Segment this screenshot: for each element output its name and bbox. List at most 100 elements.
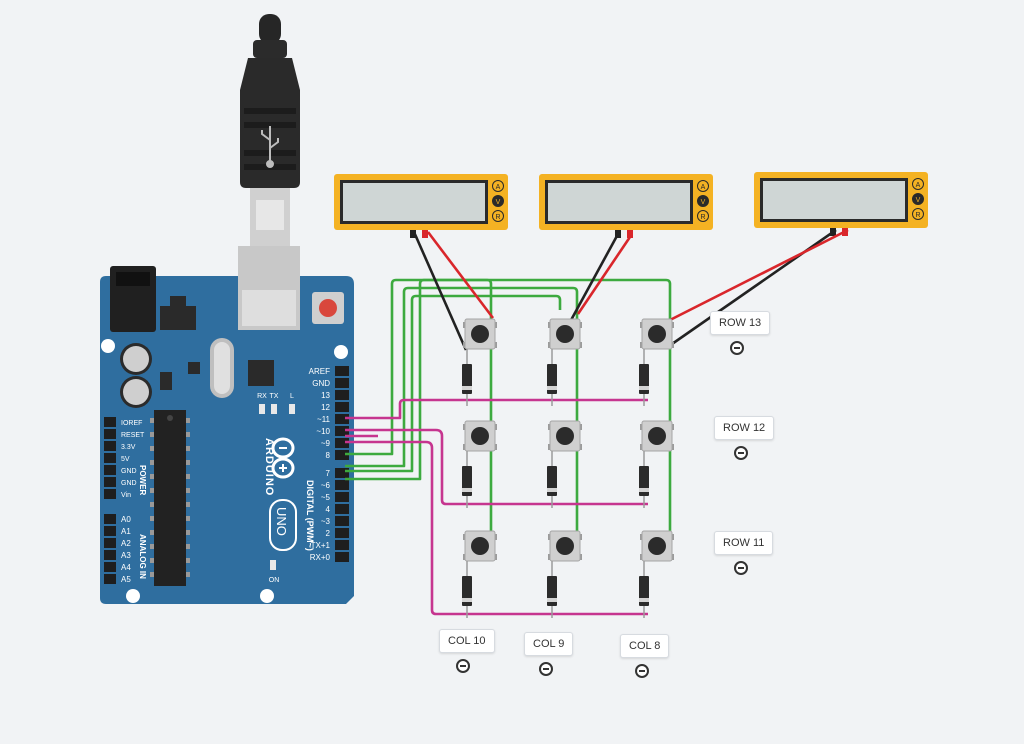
power-pin-socket[interactable] bbox=[104, 429, 116, 439]
digital-pin-socket[interactable] bbox=[335, 438, 349, 448]
pushbutton-r1-c3[interactable] bbox=[640, 318, 674, 350]
analog-pin-label: A1 bbox=[121, 527, 131, 536]
row-12-minus-icon[interactable] bbox=[734, 446, 748, 460]
row-13-minus-icon[interactable] bbox=[730, 341, 744, 355]
diode[interactable] bbox=[639, 561, 649, 618]
digital-pin-label: ~5 bbox=[321, 493, 331, 502]
digital-pin-socket[interactable] bbox=[335, 516, 349, 526]
digital-pin-socket[interactable] bbox=[335, 468, 349, 478]
pushbutton-r1-c1[interactable] bbox=[463, 318, 497, 350]
tx-led-label: TX bbox=[270, 393, 279, 400]
diode[interactable] bbox=[547, 349, 557, 406]
digital-pin-socket[interactable] bbox=[335, 378, 349, 388]
digital-pin-label: 13 bbox=[321, 391, 330, 400]
analog-pin-socket[interactable] bbox=[104, 526, 116, 536]
multimeter-mode-button[interactable] bbox=[492, 195, 504, 207]
col-8-minus-icon[interactable] bbox=[635, 664, 649, 678]
multimeter-mode-button[interactable] bbox=[697, 210, 709, 222]
pushbutton-r3-c2[interactable] bbox=[548, 530, 582, 562]
multimeter-mode-label: A bbox=[916, 182, 921, 189]
row-13-label[interactable]: ROW 13 bbox=[710, 311, 771, 335]
button-matrix bbox=[462, 318, 674, 618]
multimeter-3[interactable]: AVR bbox=[754, 172, 928, 236]
pushbutton-r2-c3[interactable] bbox=[640, 420, 674, 452]
multimeter-2[interactable]: AVR bbox=[539, 174, 713, 238]
multimeter-mode-button[interactable] bbox=[697, 195, 709, 207]
analog-pin-socket[interactable] bbox=[104, 562, 116, 572]
digital-pin-socket[interactable] bbox=[335, 402, 349, 412]
power-pin-socket[interactable] bbox=[104, 489, 116, 499]
multimeter-mode-button[interactable] bbox=[912, 208, 924, 220]
digital-pin-socket[interactable] bbox=[335, 552, 349, 562]
digital-pin-label: ~9 bbox=[321, 439, 331, 448]
diode[interactable] bbox=[547, 561, 557, 618]
digital-pin-socket[interactable] bbox=[335, 426, 349, 436]
green-wire-col-8 bbox=[345, 278, 672, 535]
multimeter-mode-button[interactable] bbox=[492, 180, 504, 192]
digital-pin-label: 12 bbox=[321, 403, 330, 412]
diode[interactable] bbox=[462, 561, 472, 618]
digital-pin-socket[interactable] bbox=[335, 540, 349, 550]
power-pin-socket[interactable] bbox=[104, 465, 116, 475]
power-pin-socket[interactable] bbox=[104, 453, 116, 463]
digital-pin-socket[interactable] bbox=[335, 480, 349, 490]
power-pin-label: GND bbox=[121, 480, 137, 487]
col-10-label[interactable]: COL 10 bbox=[439, 629, 495, 653]
multimeter-mode-button[interactable] bbox=[912, 193, 924, 205]
analog-pin-label: A3 bbox=[121, 551, 131, 560]
multimeter-mode-button[interactable] bbox=[492, 210, 504, 222]
multimeter-mode-button[interactable] bbox=[912, 178, 924, 190]
arduino-brand-text: ARDUINO bbox=[263, 438, 275, 496]
row-11-minus-icon[interactable] bbox=[734, 561, 748, 575]
arduino-uno-board[interactable]: RX TX L ON ARDUINO UNO DIGITAL (PWM~) PO… bbox=[100, 246, 354, 604]
analog-pin-socket[interactable] bbox=[104, 538, 116, 548]
mm2-red-probe bbox=[576, 233, 634, 315]
multimeter-mode-label: A bbox=[701, 184, 706, 191]
digital-pin-label: 2 bbox=[326, 529, 331, 538]
analog-pin-socket[interactable] bbox=[104, 514, 116, 524]
multimeter-1[interactable]: AVR bbox=[334, 174, 508, 238]
analog-pin-label: A2 bbox=[121, 539, 131, 548]
digital-pin-socket[interactable] bbox=[335, 528, 349, 538]
power-pin-socket[interactable] bbox=[104, 477, 116, 487]
power-pin-label: IOREF bbox=[121, 420, 142, 427]
multimeter-display bbox=[343, 183, 485, 221]
analog-pin-socket[interactable] bbox=[104, 550, 116, 560]
col-9-label[interactable]: COL 9 bbox=[524, 632, 574, 656]
power-pin-socket[interactable] bbox=[104, 417, 116, 427]
multimeter-mode-label: R bbox=[495, 214, 500, 221]
digital-pin-socket[interactable] bbox=[335, 390, 349, 400]
digital-pin-label: ~10 bbox=[316, 427, 330, 436]
col-10-minus-icon[interactable] bbox=[456, 659, 470, 673]
digital-pin-socket[interactable] bbox=[335, 492, 349, 502]
col-9-minus-icon[interactable] bbox=[539, 662, 553, 676]
digital-pin-socket[interactable] bbox=[335, 414, 349, 424]
power-pin-socket[interactable] bbox=[104, 441, 116, 451]
digital-label: DIGITAL (PWM~) bbox=[305, 480, 315, 551]
diode[interactable] bbox=[639, 349, 649, 406]
digital-pin-socket[interactable] bbox=[335, 366, 349, 376]
pushbutton-r1-c2[interactable] bbox=[548, 318, 582, 350]
col-8-label[interactable]: COL 8 bbox=[620, 634, 670, 658]
green-wire-col-9a bbox=[345, 286, 579, 535]
multimeter-mode-button[interactable] bbox=[697, 180, 709, 192]
diode[interactable] bbox=[639, 451, 649, 508]
digital-pin-socket[interactable] bbox=[335, 504, 349, 514]
diode[interactable] bbox=[462, 349, 472, 406]
row-11-label[interactable]: ROW 11 bbox=[714, 531, 774, 555]
pushbutton-r2-c2[interactable] bbox=[548, 420, 582, 452]
diode[interactable] bbox=[547, 451, 557, 508]
digital-pin-socket[interactable] bbox=[335, 450, 349, 460]
digital-pin-label: 4 bbox=[326, 505, 331, 514]
usb-cable[interactable] bbox=[240, 14, 300, 246]
row-12-label[interactable]: ROW 12 bbox=[714, 416, 775, 440]
pushbutton-r3-c3[interactable] bbox=[640, 530, 674, 562]
diode[interactable] bbox=[462, 451, 472, 508]
pushbutton-r2-c1[interactable] bbox=[463, 420, 497, 452]
pushbutton-r3-c1[interactable] bbox=[463, 530, 497, 562]
analog-pin-socket[interactable] bbox=[104, 574, 116, 584]
